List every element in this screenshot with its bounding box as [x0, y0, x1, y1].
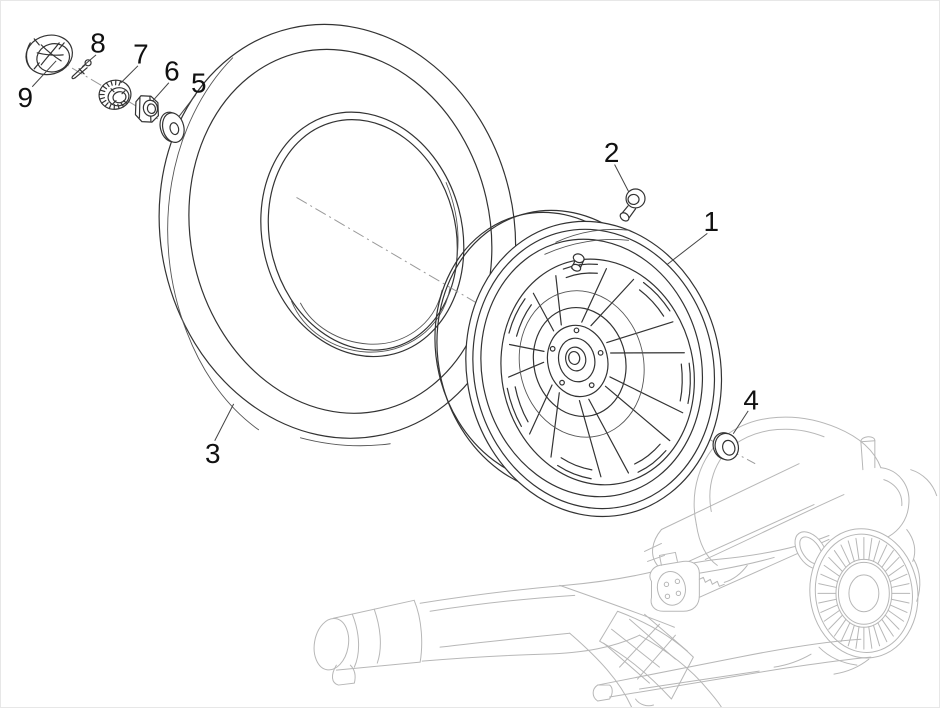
spacer-washer: [712, 432, 740, 461]
crankcase-panel: [599, 610, 694, 700]
hex-nut: [134, 95, 159, 123]
callout-leader-3: [214, 403, 235, 441]
bolt: [619, 188, 646, 222]
electrical-connector: [649, 560, 700, 612]
callout-leader-7: [120, 65, 139, 84]
part-label-7: 7: [133, 38, 149, 69]
hub-bolt-dots: [549, 327, 604, 389]
cotter-pin: [71, 59, 92, 80]
callout-leader-1: [667, 232, 708, 265]
wheel-rim: [434, 209, 723, 518]
engine-hub-hole: [848, 574, 880, 613]
castle-nut: [98, 79, 132, 110]
part-label-4: 4: [743, 384, 759, 415]
callout-leader-6: [152, 82, 170, 102]
tire-outline: [158, 23, 517, 439]
valve-stem: [571, 253, 585, 272]
rim-face-ring: [500, 258, 695, 486]
part-label-2: 2: [604, 137, 620, 168]
part-label-1: 1: [704, 206, 720, 237]
part-label-8: 8: [90, 27, 106, 58]
wheel-spokes: [506, 263, 691, 480]
swingarm-pivot: [313, 617, 350, 671]
connector-boot: [698, 576, 725, 587]
callout-leader-8: [81, 54, 97, 68]
engine-hub-fins: [817, 536, 911, 650]
part-label-3: 3: [205, 438, 221, 469]
callout-leader-4: [732, 410, 749, 435]
callout-leader-2: [614, 164, 629, 192]
engine-swingarm-assembly: [313, 416, 938, 707]
tire: [158, 23, 517, 447]
hub-ring: [532, 306, 627, 418]
callout-leader-9: [31, 60, 57, 88]
tire-bead: [260, 111, 465, 358]
part-label-5: 5: [191, 67, 207, 98]
axis-centerline-through-tire: [296, 197, 478, 304]
fastener-group: [25, 34, 185, 143]
bolt-head: [625, 188, 646, 209]
engine-cowl: [693, 416, 882, 526]
hub-cap: [25, 34, 73, 76]
callout-leader-5: [178, 94, 197, 117]
part-label-9: 9: [17, 82, 33, 113]
part-label-6: 6: [164, 55, 180, 86]
flat-washer: [159, 111, 185, 143]
